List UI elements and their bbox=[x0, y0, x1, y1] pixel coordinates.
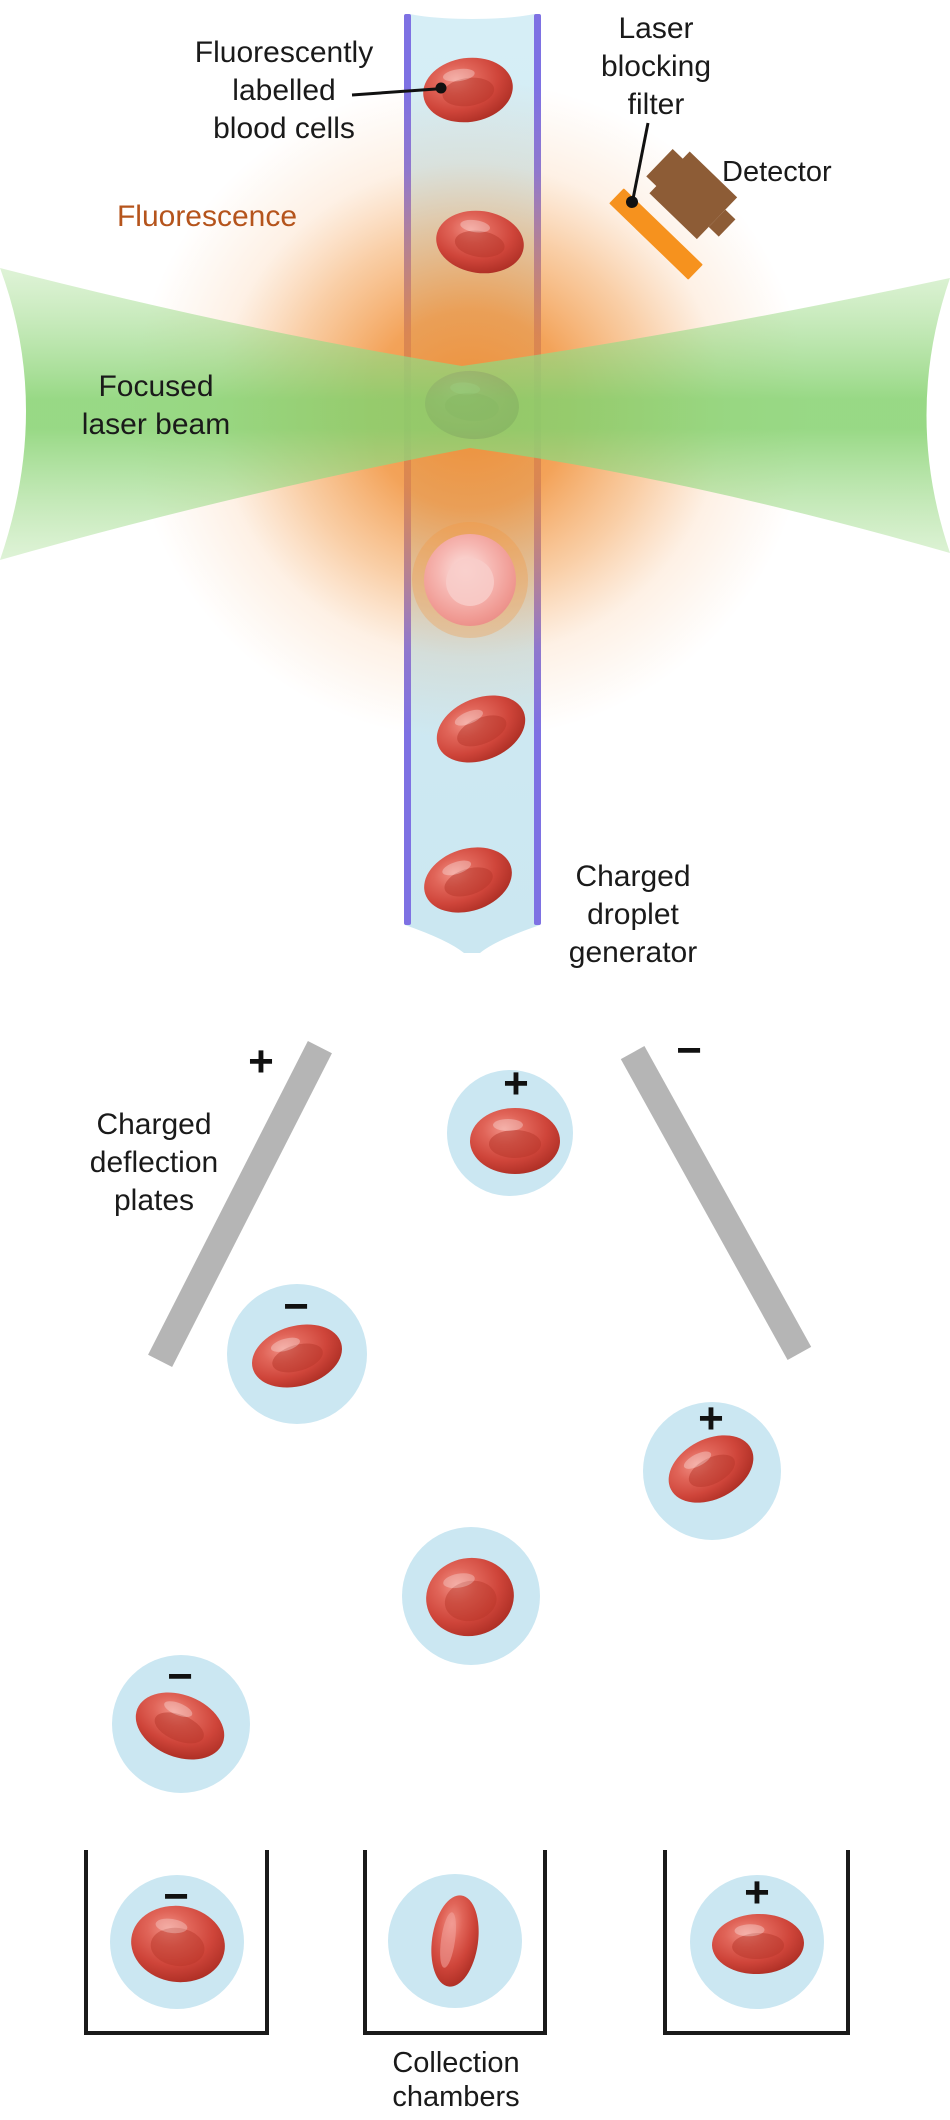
chamber-neutral bbox=[363, 1850, 547, 2035]
left-plate-charge-sign: + bbox=[248, 1037, 274, 1086]
droplet-charge-sign: − bbox=[283, 1282, 309, 1331]
deflection-plate-right bbox=[620, 1046, 812, 1360]
fluorescent-cells-label: Fluorescently labelled blood cells bbox=[194, 36, 374, 145]
droplet-positive-top bbox=[447, 1070, 573, 1196]
focused-laser-beam-label: Focused laser beam bbox=[81, 370, 231, 441]
detector-label: Detector bbox=[722, 156, 832, 188]
blood-cell bbox=[424, 847, 512, 913]
collection-chambers bbox=[84, 1850, 850, 2035]
deflection-plates bbox=[148, 1041, 812, 1367]
charged-deflection-plates-label: Charged deflection plates bbox=[89, 1108, 219, 1217]
fluorescing-cell bbox=[412, 522, 528, 638]
chamber-negative bbox=[84, 1850, 269, 2035]
filter-leader-dot bbox=[626, 196, 638, 208]
filter-leader-line bbox=[631, 122, 650, 200]
chamber-droplet-negative bbox=[110, 1875, 244, 2009]
leader-lines bbox=[351, 82, 650, 208]
cells-leader-line bbox=[351, 87, 437, 97]
deflection-plate-left bbox=[148, 1041, 332, 1367]
charged-droplet-generator-label: Charged droplet generator bbox=[568, 860, 698, 969]
fluid-meniscus bbox=[398, 0, 546, 19]
laser-blocking-filter bbox=[609, 188, 703, 280]
right-plate-charge-sign: − bbox=[676, 1026, 702, 1075]
falling-droplets bbox=[112, 1070, 781, 1793]
blood-cell bbox=[436, 210, 524, 274]
droplet-neutral-center bbox=[402, 1527, 540, 1665]
chamber-positive bbox=[663, 1850, 850, 2035]
droplet-positive-right bbox=[643, 1402, 781, 1540]
chamber-charge-sign: + bbox=[744, 1868, 770, 1917]
chamber-droplet-neutral bbox=[388, 1874, 522, 2008]
blood-cell bbox=[423, 57, 513, 123]
cells-leader-dot bbox=[435, 82, 447, 94]
collection-chambers-label: Collection chambers bbox=[392, 2047, 520, 2113]
droplet-negative-upper-left bbox=[227, 1284, 367, 1424]
droplet-nozzle bbox=[405, 925, 540, 953]
droplet-charge-sign: − bbox=[167, 1652, 193, 1701]
chamber-droplet-positive bbox=[690, 1875, 824, 2009]
chamber-charge-sign: − bbox=[163, 1872, 189, 1921]
laser-blocking-filter-label: Laser blocking filter bbox=[600, 12, 712, 121]
droplet-negative-lower-left bbox=[112, 1655, 250, 1793]
droplet-charge-sign: + bbox=[503, 1059, 529, 1108]
blood-cell bbox=[436, 695, 526, 763]
droplet-charge-sign: + bbox=[698, 1394, 724, 1443]
detector bbox=[646, 148, 738, 240]
laser-beam bbox=[0, 268, 950, 560]
fluorescence-label: Fluorescence bbox=[116, 200, 298, 233]
